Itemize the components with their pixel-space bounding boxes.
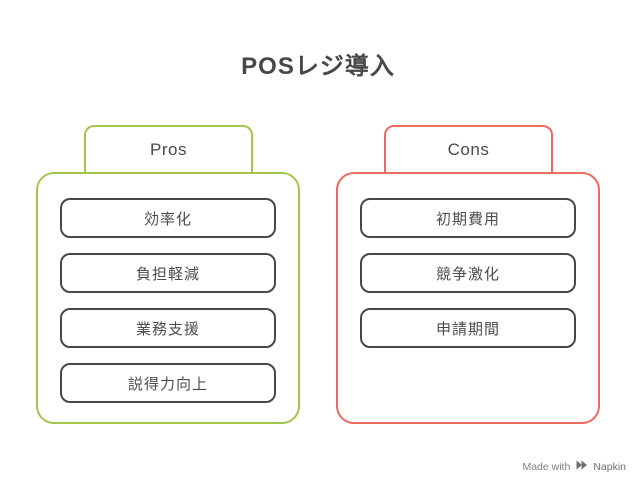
watermark-brand-text: Napkin: [593, 460, 626, 473]
pros-item-2-label: 負担軽減: [135, 265, 200, 283]
cons-header-tab: Cons: [384, 125, 553, 172]
napkin-logo-icon: [575, 459, 588, 474]
watermark-made-with-text: Made with: [522, 460, 571, 473]
cons-header-label: Cons: [447, 139, 490, 159]
cons-item-3-label: 申請期間: [435, 320, 500, 338]
pros-item-4: 説得力向上: [60, 363, 276, 403]
pros-item-3: 業務支援: [60, 308, 276, 348]
cons-container: 初期費用 競争激化 申請期間: [336, 172, 600, 424]
page-title: POSレジ導入: [241, 53, 395, 80]
napkin-watermark[interactable]: Made with Napkin: [522, 459, 626, 474]
pros-item-4-label: 説得力向上: [127, 375, 208, 393]
pros-header-label: Pros: [150, 139, 187, 159]
pros-item-1-label: 効率化: [143, 210, 192, 228]
cons-item-2: 競争激化: [360, 253, 576, 293]
pros-header-tab: Pros: [84, 125, 253, 172]
cons-item-2-label: 競争激化: [435, 265, 500, 283]
cons-item-1-label: 初期費用: [435, 210, 500, 228]
cons-item-3: 申請期間: [360, 308, 576, 348]
pros-item-2: 負担軽減: [60, 253, 276, 293]
pros-item-1: 効率化: [60, 198, 276, 238]
pros-container: 効率化 負担軽減 業務支援 説得力向上: [36, 172, 300, 424]
pros-item-3-label: 業務支援: [135, 320, 200, 338]
cons-item-1: 初期費用: [360, 198, 576, 238]
